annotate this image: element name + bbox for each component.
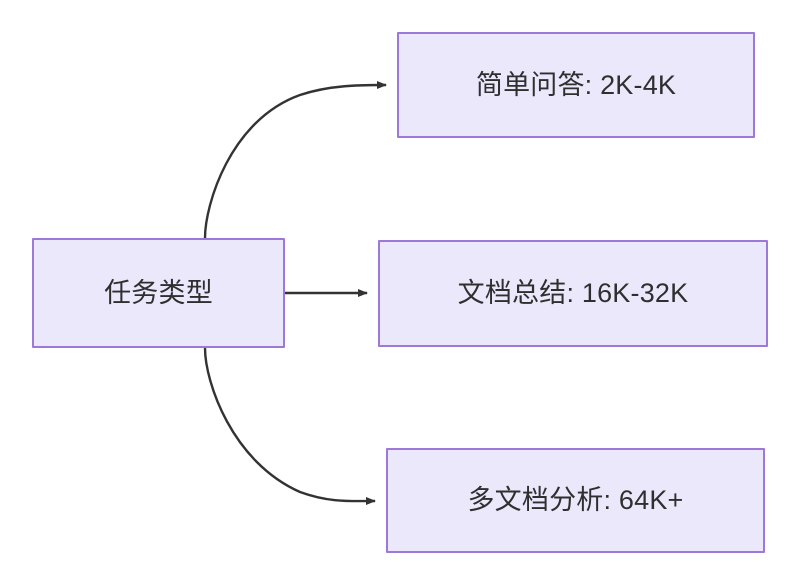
node-simple-qa[interactable]: 简单问答: 2K-4K xyxy=(397,32,755,138)
node-multi-doc-label: 多文档分析: 64K+ xyxy=(467,485,684,516)
node-doc-summary[interactable]: 文档总结: 16K-32K xyxy=(378,240,768,347)
node-task-type-label: 任务类型 xyxy=(104,277,213,308)
edge-source-to-simple-qa xyxy=(203,81,387,239)
node-multi-doc[interactable]: 多文档分析: 64K+ xyxy=(386,448,765,553)
node-doc-summary-label: 文档总结: 16K-32K xyxy=(457,278,689,309)
node-task-type[interactable]: 任务类型 xyxy=(32,238,285,348)
edge-source-to-multi-doc xyxy=(203,347,376,506)
node-simple-qa-label: 简单问答: 2K-4K xyxy=(475,69,677,100)
